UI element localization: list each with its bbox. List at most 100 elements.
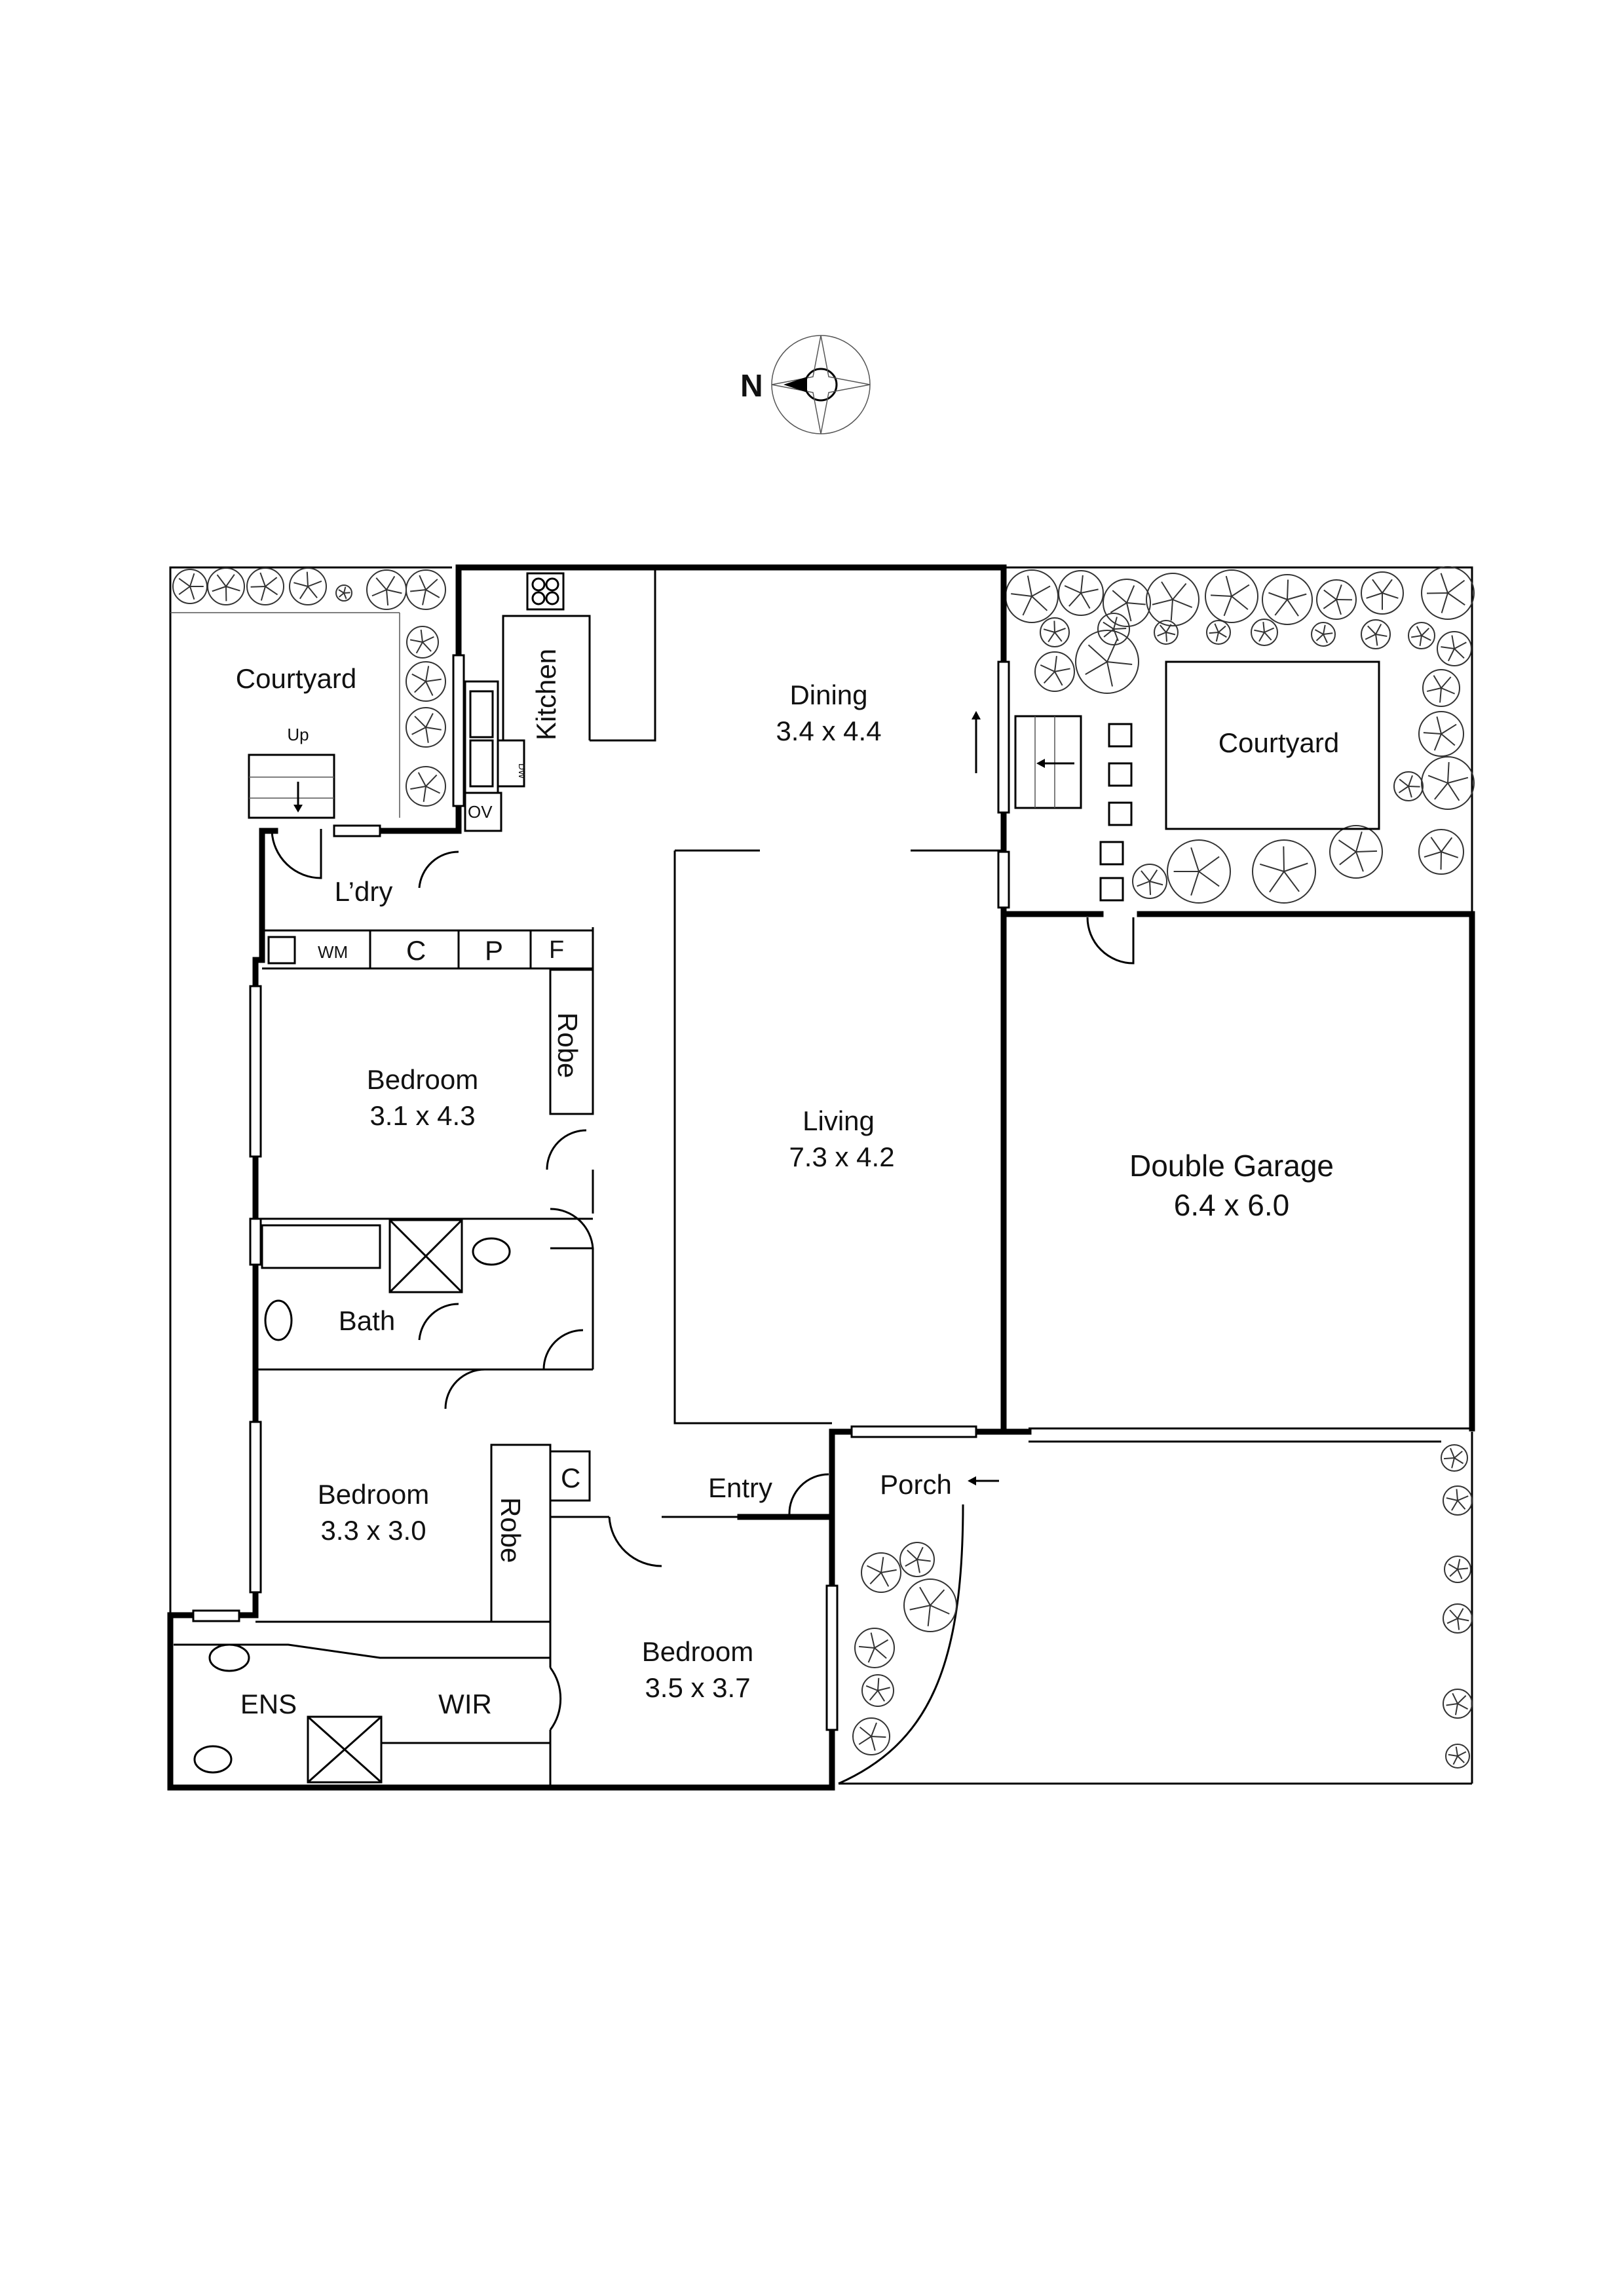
oven	[464, 792, 502, 832]
tree-icon	[1311, 622, 1336, 647]
tree-icon	[1206, 620, 1231, 645]
robe-2-label: Robe	[495, 1497, 526, 1563]
tree-icon	[1443, 1603, 1473, 1634]
tree-icon	[1443, 1485, 1473, 1516]
tree-icon	[366, 569, 407, 610]
tree-icon	[1421, 566, 1475, 620]
steps	[248, 754, 335, 819]
bedroom-1-size: 3.1 x 4.3	[369, 1100, 475, 1131]
robe-1-label: Robe	[552, 1012, 583, 1078]
tree-icon	[1167, 839, 1231, 904]
living-size: 7.3 x 4.2	[789, 1141, 894, 1172]
tree-icon	[854, 1628, 895, 1668]
cupboard-label: C	[406, 935, 426, 966]
laundry-label: L’dry	[335, 876, 393, 907]
tree-icon	[1252, 839, 1316, 904]
ensuite-basin-icon	[208, 1643, 250, 1672]
landscaping	[172, 566, 1475, 1769]
tree-icon	[1262, 574, 1313, 625]
tree-icon	[1316, 579, 1357, 620]
tree-icon	[1361, 571, 1404, 615]
bedroom-2-size: 3.3 x 3.0	[320, 1515, 426, 1546]
tree-icon	[289, 567, 327, 605]
tree-icon	[1437, 631, 1472, 666]
washing-machine-label: WM	[318, 942, 348, 962]
tree-icon	[246, 567, 284, 605]
tree-icon	[1146, 573, 1199, 626]
fridge-label: F	[549, 936, 564, 964]
tree-icon	[1251, 619, 1278, 646]
room-labels: Courtyard Up Courtyard Kitchen Dining 3.…	[236, 649, 1339, 1719]
garage-label: Double Garage	[1129, 1149, 1334, 1183]
windows	[192, 654, 1010, 1731]
tree-icon	[1361, 619, 1391, 649]
tree-icon	[1444, 1556, 1471, 1583]
entry-label: Entry	[708, 1472, 772, 1503]
north-arrow-icon	[784, 377, 807, 392]
tree-icon	[903, 1578, 957, 1632]
tree-icon	[1418, 711, 1464, 757]
ensuite-toilet-icon	[193, 1745, 233, 1774]
bedroom-3-label: Bedroom	[642, 1636, 753, 1667]
site-boundary	[169, 566, 1473, 1785]
pantry-label: P	[485, 935, 503, 966]
ensuite-label: ENS	[240, 1689, 297, 1719]
tree-icon	[406, 707, 446, 748]
tree-icon	[1058, 570, 1104, 616]
bedroom-1-label: Bedroom	[367, 1064, 478, 1095]
dishwasher	[497, 739, 525, 788]
tree-icon	[1443, 1689, 1473, 1719]
bedroom-3-size: 3.5 x 3.7	[645, 1672, 750, 1703]
tree-icon	[172, 569, 208, 604]
tree-icon	[335, 584, 352, 602]
tree-icon	[861, 1552, 901, 1593]
courtyard-west-label: Courtyard	[236, 663, 356, 694]
tree-icon	[1421, 756, 1475, 810]
cooktop-icon	[526, 572, 565, 611]
washing-machine-icon	[267, 936, 296, 965]
bath-label: Bath	[339, 1305, 395, 1336]
basin-icon	[264, 1299, 293, 1341]
tree-icon	[1329, 825, 1383, 879]
compass: N	[740, 335, 871, 434]
tree-icon	[1205, 569, 1258, 623]
dishwasher-label: DW	[517, 763, 527, 779]
tree-icon	[1445, 1744, 1470, 1769]
dining-size: 3.4 x 4.4	[776, 716, 881, 746]
courtyard-paving	[972, 660, 1380, 902]
tree-icon	[406, 661, 446, 702]
tree-icon	[1132, 864, 1167, 899]
north-label: N	[740, 369, 763, 404]
fixtures: DW OV WM C P F Robe Robe C	[174, 567, 656, 1784]
tree-icon	[1034, 651, 1075, 692]
tree-icon	[1005, 569, 1059, 623]
tree-icon	[207, 567, 245, 605]
tree-icon	[1441, 1444, 1468, 1472]
kitchen-label: Kitchen	[531, 649, 561, 740]
tree-icon	[406, 766, 446, 807]
garage-size: 6.4 x 6.0	[1174, 1188, 1289, 1222]
courtyard-east-label: Courtyard	[1218, 727, 1339, 758]
oven-label: OV	[468, 802, 493, 822]
tree-icon	[1418, 829, 1464, 875]
tree-icon	[852, 1717, 890, 1755]
tree-icon	[1422, 669, 1460, 707]
tree-icon	[1040, 617, 1070, 647]
tree-icon	[861, 1674, 894, 1707]
up-label: Up	[287, 725, 309, 744]
tree-icon	[1393, 771, 1424, 801]
wir-label: WIR	[438, 1689, 492, 1719]
dining-label: Dining	[789, 679, 867, 710]
tree-icon	[1075, 630, 1139, 694]
tree-icon	[406, 626, 439, 659]
bathtub-icon	[261, 1224, 381, 1269]
doors	[271, 829, 1135, 1731]
tree-icon	[1408, 622, 1435, 649]
entry-cupboard-label: C	[561, 1463, 580, 1493]
tree-icon	[406, 569, 446, 610]
living-label: Living	[803, 1105, 875, 1136]
tree-icon	[1154, 620, 1179, 645]
bedroom-2-label: Bedroom	[318, 1479, 429, 1510]
porch-label: Porch	[880, 1469, 952, 1500]
